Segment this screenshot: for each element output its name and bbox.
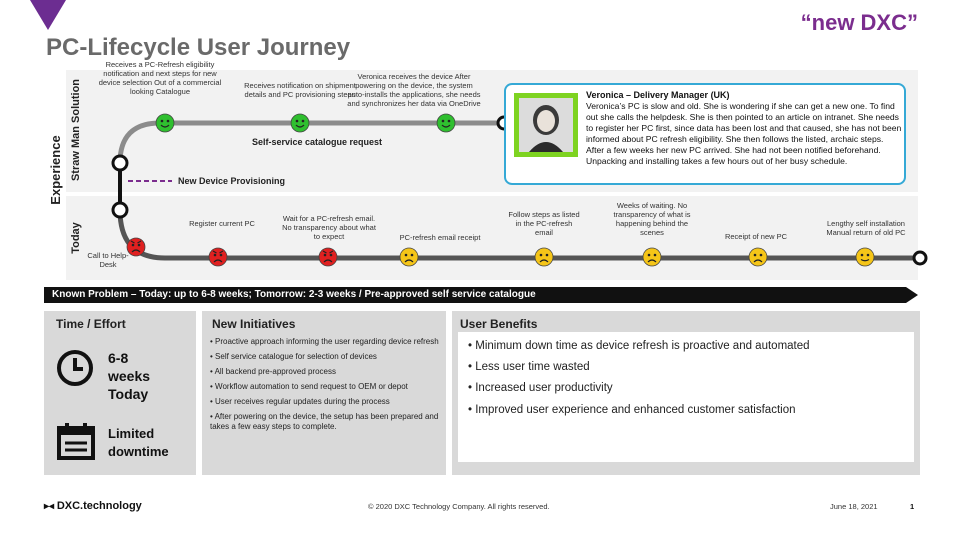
persona-name: Veronica – Delivery Manager (UK) [586,90,730,100]
straw-step-2-text: Receives notification on shipment detail… [244,81,356,99]
time-line-2: weeks [108,368,151,384]
persona-photo-frame [514,93,578,157]
initiatives-panel: New Initiatives • Proactive approach inf… [202,311,446,475]
time-effort-panel: Time / Effort 6-8 weeks Today Limited do… [44,311,196,475]
straw-step-2-face-icon [290,113,310,133]
page-number: 1 [910,502,915,511]
today-step-7-face-icon [748,247,768,267]
footer-brand: ▸◂ DXC.technology [44,500,142,512]
persona-avatar [519,98,573,152]
today-step-1-text: Call to Help-Desk [87,251,129,269]
time-line-1: 6-8 [108,350,129,366]
effort-value: Limited downtime [108,425,169,461]
initiative-item-5: • User receives regular updates during t… [210,397,390,406]
persona-avatar-icon [529,105,563,152]
straw-step-3-face-icon [436,113,456,133]
benefit-item-2: • Less user time wasted [468,361,590,373]
today-lane [66,196,918,280]
time-line-3: Today [108,386,149,402]
today-step-5-face-icon [534,247,554,267]
today-step-1-face-icon [126,237,146,257]
today-step-6-text: Weeks of waiting. No transparency of wha… [613,201,691,237]
footer-date: June 18, 2021 [830,502,878,511]
straw-step-1-text: Receives a PC-Refresh eligibility notifi… [98,60,222,96]
benefit-item-3: • Increased user productivity [468,382,613,394]
track-node-top [111,154,129,172]
today-step-2-text: Register current PC [189,219,255,228]
today-step-2-face-icon [208,247,228,267]
new-provisioning-label: New Device Provisioning [178,176,286,186]
today-end-node [912,250,928,266]
today-step-3-face-icon [318,247,338,267]
dxc-logo-icon: ▸◂ [44,501,57,512]
page-title: PC-Lifecycle User Journey [46,34,351,61]
corner-triangle [30,0,66,30]
persona-card: Veronica – Delivery Manager (UK) Veronic… [504,83,906,185]
today-step-8-face-icon [855,247,875,267]
benefit-item-1: • Minimum down time as device refresh is… [468,340,810,352]
benefits-heading: User Benefits [460,317,538,331]
clock-icon [57,350,93,386]
today-step-4-face-icon [399,247,419,267]
banner-arrow-tip [906,287,918,303]
initiatives-list: • Proactive approach informing the user … [210,337,442,432]
time-value: 6-8 weeks Today [108,349,150,403]
today-step-5-text: Follow steps as listed in the PC-refresh… [508,210,580,237]
known-problem-banner: Known Problem – Today: up to 6-8 weeks; … [44,287,906,303]
today-step-4-text: PC-refresh email receipt [399,233,481,242]
footer-copyright: © 2020 DXC Technology Company. All right… [368,502,550,511]
straw-step-3-text: Veronica receives the device After power… [347,72,481,108]
calendar-icon [57,423,95,460]
today-step-8-text: Lengthy self installation Manual return … [826,219,906,237]
initiative-item-1: • Proactive approach informing the user … [210,337,439,346]
today-step-3-text: Wait for a PC-refresh email. No transpar… [282,214,376,241]
initiative-item-4: • Workflow automation to send request to… [210,382,408,391]
initiative-item-3: • All backend pre-approved process [210,367,336,376]
today-step-7-text: Receipt of new PC [724,232,788,241]
self-service-label: Self-service catalogue request [252,137,383,147]
benefit-item-4: • Improved user experience and enhanced … [468,404,796,416]
benefits-list: • Minimum down time as device refresh is… [458,332,914,462]
track-node-bottom [111,201,129,219]
straw-step-1-face-icon [155,113,175,133]
effort-line-2: downtime [108,444,169,459]
effort-line-1: Limited [108,426,155,441]
journey-track [111,113,928,267]
initiative-item-6: • After powering on the device, the setu… [210,412,439,431]
tagline: “new DXC” [800,10,918,35]
time-effort-heading: Time / Effort [56,317,126,331]
today-step-6-face-icon [642,247,662,267]
initiatives-heading: New Initiatives [212,317,296,331]
persona-description: Veronica’s PC is slow and old. She is wo… [586,101,902,166]
initiative-item-2: • Self service catalogue for selection o… [210,352,377,361]
